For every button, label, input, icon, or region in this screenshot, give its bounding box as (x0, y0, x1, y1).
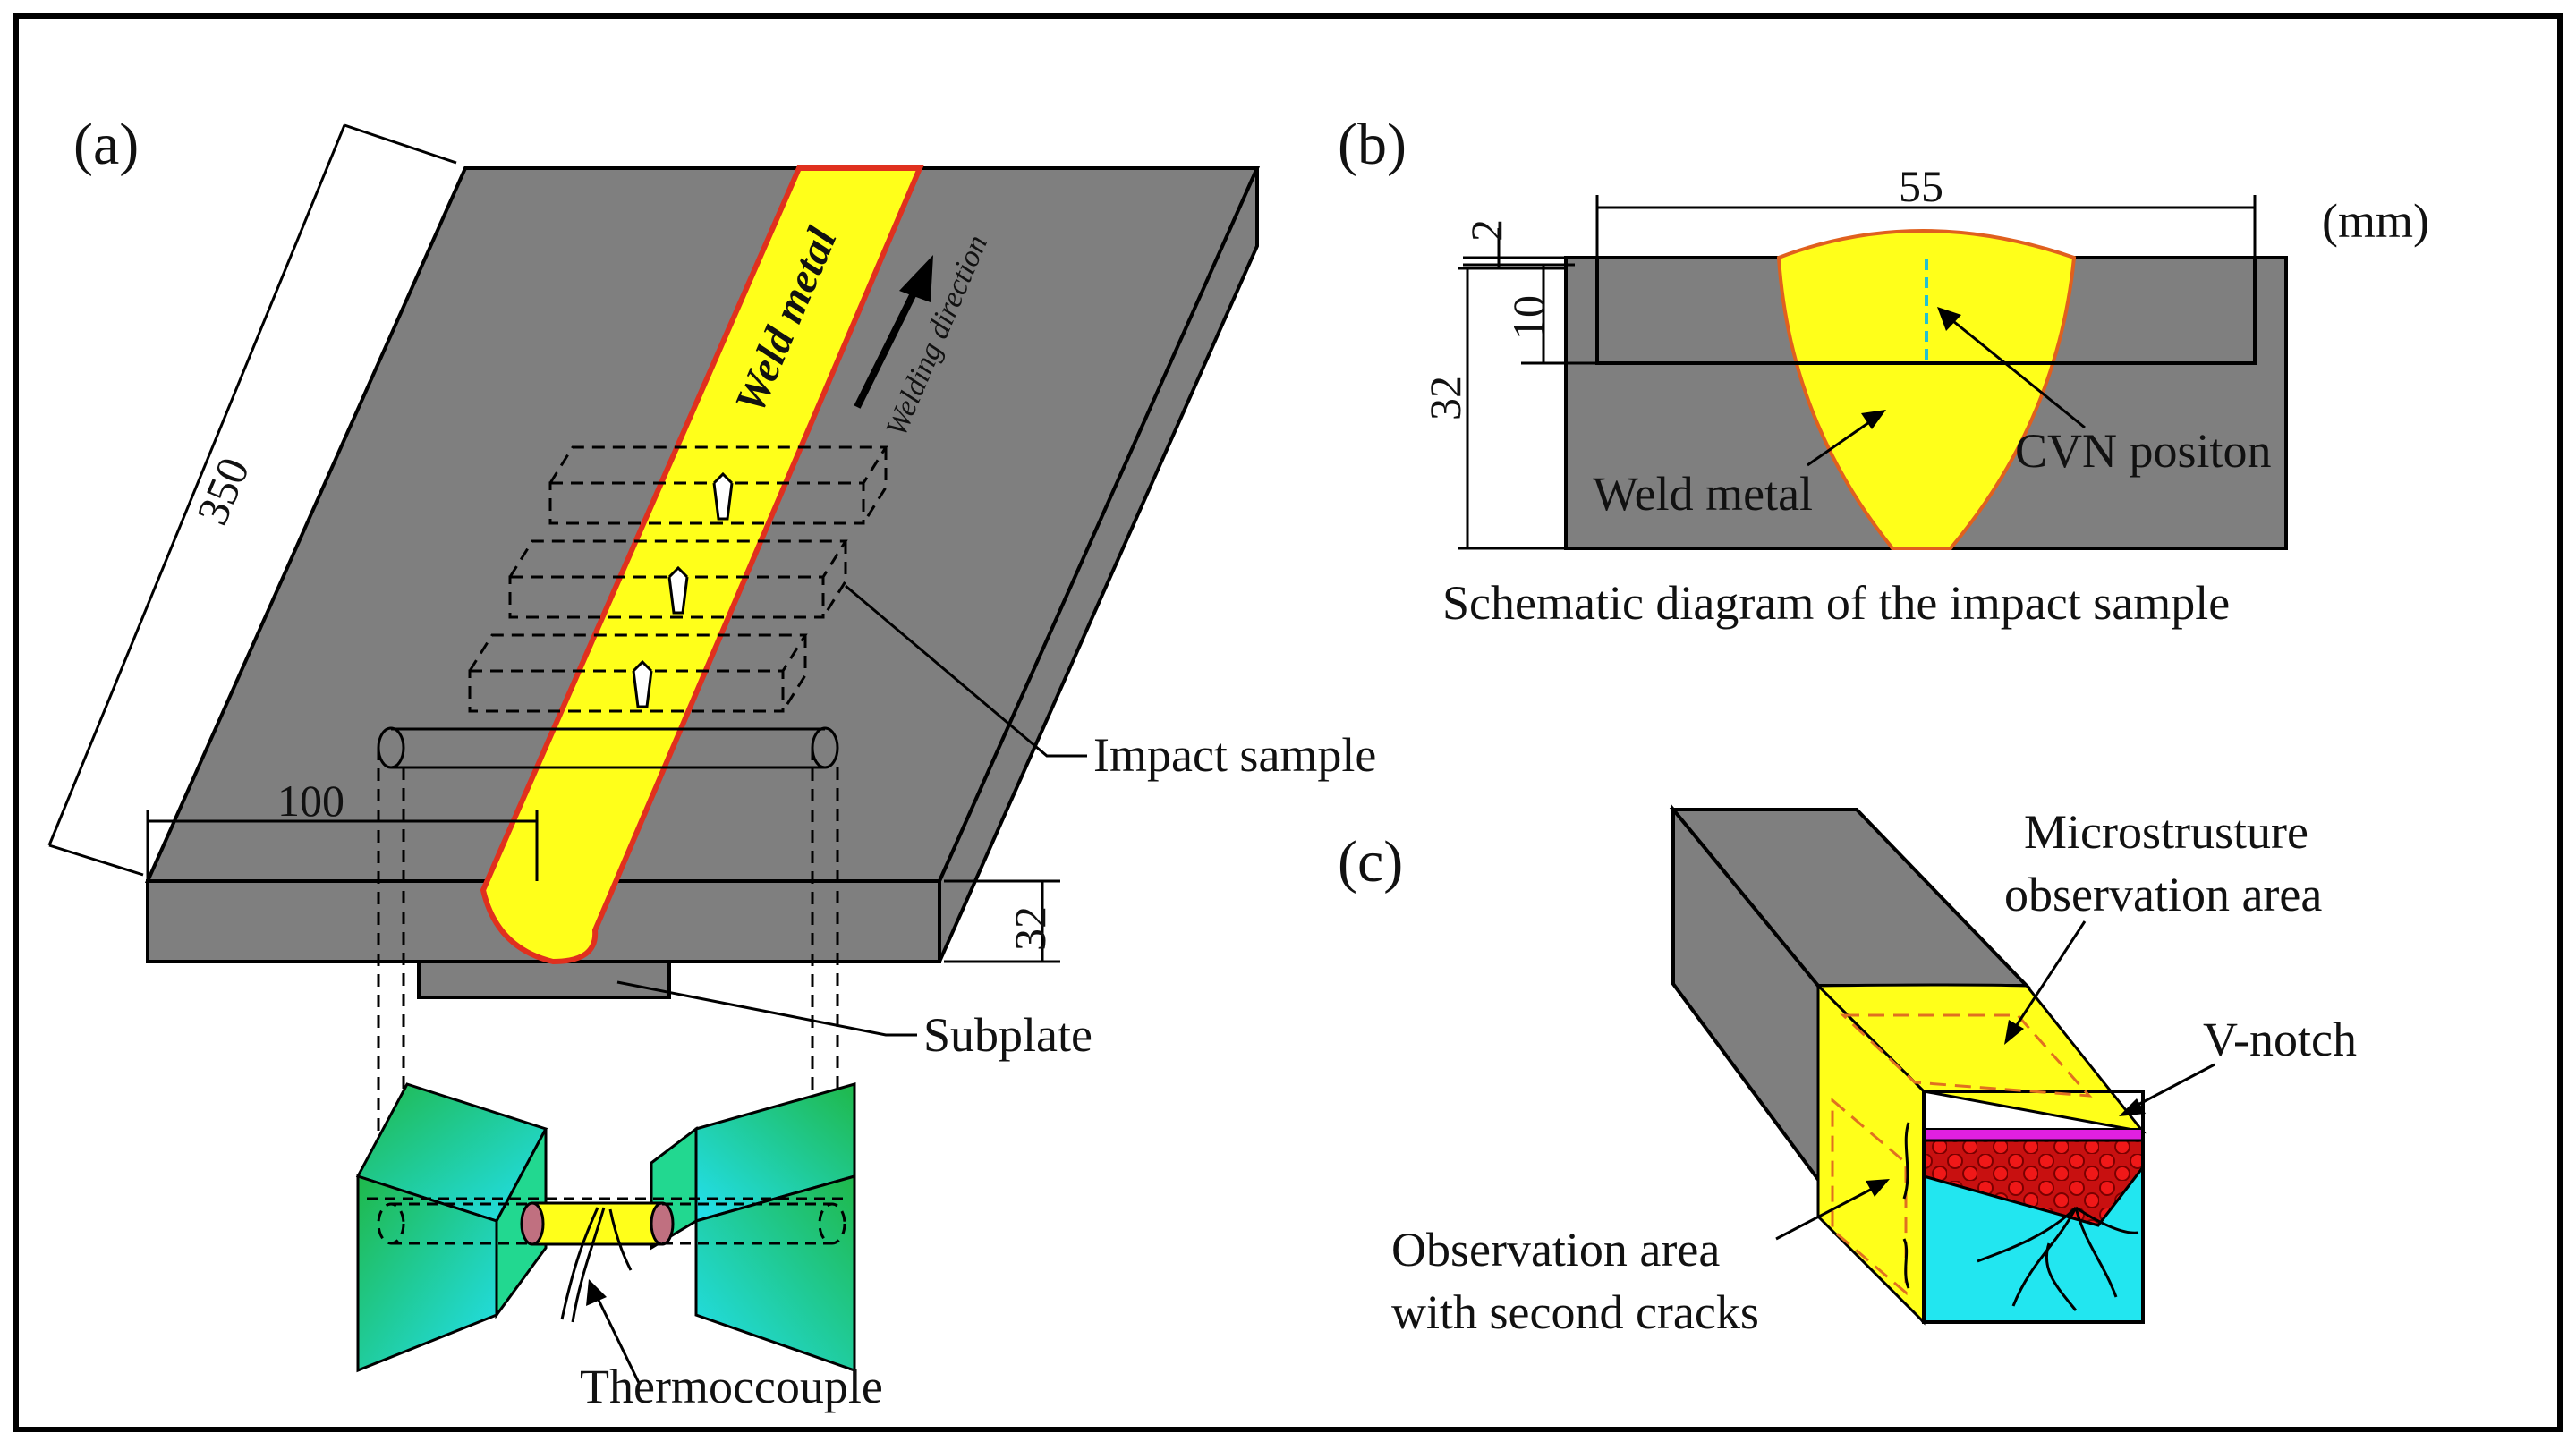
impact-samples (468, 445, 888, 713)
microstructure-label-1: Microstrusture (2024, 805, 2308, 859)
cvn-arrowhead (1937, 307, 1961, 331)
dim-350 (47, 123, 457, 877)
dim-32-b (1458, 267, 1566, 550)
thermocouple-leader (593, 1292, 642, 1386)
unit-label: (mm) (2322, 194, 2429, 248)
dim-32-b-label: 32 (1420, 376, 1470, 420)
thermocouple-specimen (355, 1082, 856, 1373)
dim-55-label: 55 (1899, 161, 1943, 211)
panel-c: (c) Microstrusture (1338, 804, 2357, 1339)
thermocouple-label: Thermoccouple (580, 1360, 883, 1413)
weld-metal-arrowhead-b (1861, 410, 1886, 429)
cracks-label-1: Observation area (1391, 1223, 1720, 1276)
v-notch-leader (2129, 1063, 2215, 1111)
impact-sample-label: Impact sample (1093, 728, 1376, 782)
microstructure-area-outline (1840, 1013, 2093, 1098)
weld-bead (480, 165, 924, 965)
dim-32-a-label: 32 (1005, 906, 1055, 951)
v-notch-strip (1923, 1128, 2144, 1141)
microstructure-leader (2010, 920, 2087, 1034)
crack-area-outline (1831, 1097, 1908, 1296)
figure-frame (13, 13, 2563, 1432)
impact-sample-leader (845, 584, 1087, 758)
v-notch-label: V-notch (2203, 1013, 2357, 1066)
subplate-block (417, 960, 671, 999)
panel-c-label: (c) (1338, 829, 1403, 895)
dim-55 (1595, 195, 2257, 358)
cracks-arrowhead (1866, 1179, 1890, 1197)
dim-100-label: 100 (277, 776, 344, 826)
plate-side-face (938, 167, 1259, 962)
thermocouple-arrowhead (586, 1279, 607, 1306)
dim-350-label: 350 (187, 450, 259, 531)
microstructure-label-2: observation area (2004, 868, 2322, 921)
cvn-label: CVN positon (2015, 424, 2272, 478)
panel-a: (a) Weld metal Welding direction (47, 112, 1376, 1413)
microstructure-arrowhead (2004, 1020, 2024, 1045)
cracks-label-2: with second cracks (1391, 1285, 1759, 1339)
panel-b: (b) (mm) 55 2 10 (1338, 112, 2429, 630)
welding-direction-arrowhead (899, 255, 933, 302)
dim-32-a (944, 879, 1060, 963)
subplate-leader (616, 980, 917, 1037)
weld-metal-label-b: Weld metal (1593, 467, 1813, 521)
panel-b-caption: Schematic diagram of the impact sample (1442, 576, 2230, 630)
panel-b-label: (b) (1338, 112, 1407, 177)
welding-direction-arrow (854, 284, 921, 409)
cracks-leader (1775, 1183, 1880, 1241)
v-notch-arrowhead (2119, 1098, 2146, 1116)
dim-2 (1463, 228, 1575, 267)
panel-a-label: (a) (73, 112, 139, 177)
cracks (1902, 1122, 2139, 1311)
dim-10-label: 10 (1503, 295, 1553, 340)
dim-10 (1521, 265, 1597, 365)
dim-2-label: 2 (1461, 219, 1511, 242)
weld-metal-leader-b (1807, 417, 1875, 467)
cvn-leader (1948, 316, 2086, 429)
weld-cross-section (1776, 229, 2077, 550)
impact-notches (632, 471, 734, 708)
subplate-label: Subplate (923, 1008, 1092, 1062)
dim-100 (146, 810, 539, 881)
